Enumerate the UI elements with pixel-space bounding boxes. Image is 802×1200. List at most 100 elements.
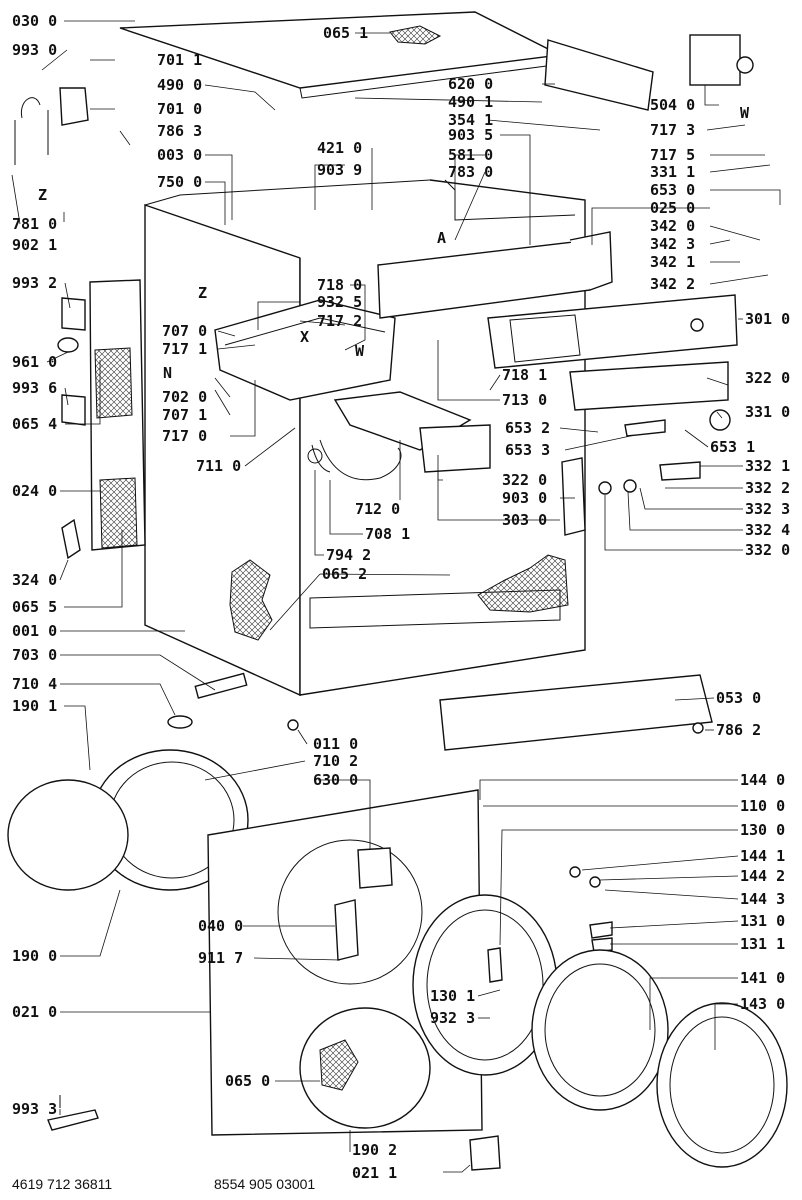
part-label-131-1: 131 1: [740, 935, 785, 953]
part-label-131-0: 131 0: [740, 912, 785, 930]
part-label-324-0: 324 0: [12, 571, 57, 589]
part-label-708-1: 708 1: [365, 525, 410, 543]
part-label-332-0: 332 0: [745, 541, 790, 559]
part-label-902-1: 902 1: [12, 236, 57, 254]
part-label-065-4: 065 4: [12, 415, 57, 433]
part-label-781-0: 781 0: [12, 215, 57, 233]
part-label-717-3: 717 3: [650, 121, 695, 139]
part-label-001-0: 001 0: [12, 622, 57, 640]
part-label-794-2: 794 2: [326, 546, 371, 564]
part-label-490-1: 490 1: [448, 93, 493, 111]
part-label-040-0: 040 0: [198, 917, 243, 935]
part-label-354-1: 354 1: [448, 111, 493, 129]
part-label-490-0: 490 0: [157, 76, 202, 94]
part-label-718-1: 718 1: [502, 366, 547, 384]
part-label-190-1: 190 1: [12, 697, 57, 715]
mark-x: X: [300, 328, 309, 346]
part-label-141-0: 141 0: [740, 969, 785, 987]
mark-n: N: [163, 364, 172, 382]
part-label-021-0: 021 0: [12, 1003, 57, 1021]
part-label-332-3: 332 3: [745, 500, 790, 518]
mark-z-cabinet: Z: [198, 284, 207, 302]
part-label-710-4: 710 4: [12, 675, 57, 693]
part-label-065-2: 065 2: [322, 565, 367, 583]
part-label-653-3: 653 3: [505, 441, 550, 459]
part-label-707-1: 707 1: [162, 406, 207, 424]
part-label-303-0: 303 0: [502, 511, 547, 529]
part-label-707-0: 707 0: [162, 322, 207, 340]
part-label-786-3: 786 3: [157, 122, 202, 140]
part-label-903-9: 903 9: [317, 161, 362, 179]
part-label-110-0: 110 0: [740, 797, 785, 815]
part-label-653-1: 653 1: [710, 438, 755, 456]
part-label-322-0-door: 322 0: [502, 471, 547, 489]
mark-w: W: [355, 342, 365, 360]
part-label-712-0: 712 0: [355, 500, 400, 518]
part-label-717-5: 717 5: [650, 146, 695, 164]
mark-z-left: Z: [38, 186, 47, 204]
part-label-717-2: 717 2: [317, 312, 362, 330]
part-label-331-1: 331 1: [650, 163, 695, 181]
part-label-620-0: 620 0: [448, 75, 493, 93]
part-label-932-5: 932 5: [317, 293, 362, 311]
part-label-331-0: 331 0: [745, 403, 790, 421]
part-label-786-2: 786 2: [716, 721, 761, 739]
part-label-717-1: 717 1: [162, 340, 207, 358]
part-label-903-5: 903 5: [448, 126, 493, 144]
part-label-713-0: 713 0: [502, 391, 547, 409]
part-label-717-0: 717 0: [162, 427, 207, 445]
part-label-130-0: 130 0: [740, 821, 785, 839]
footer: 4619 712 36811 8554 905 03001: [12, 1176, 315, 1192]
part-label-190-2: 190 2: [352, 1141, 397, 1159]
part-label-030-0: 030 0: [12, 12, 57, 30]
part-label-025-0: 025 0: [650, 199, 695, 217]
part-label-130-1: 130 1: [430, 987, 475, 1005]
part-labels: 030 0 993 0 701 1 490 0 701 0 786 3 003 …: [12, 12, 790, 1182]
part-label-702-0: 702 0: [162, 388, 207, 406]
part-label-581-0: 581 0: [448, 146, 493, 164]
part-label-144-1: 144 1: [740, 847, 785, 865]
part-label-144-0: 144 0: [740, 771, 785, 789]
part-label-750-0: 750 0: [157, 173, 202, 191]
part-label-710-2: 710 2: [313, 752, 358, 770]
part-label-011-0: 011 0: [313, 735, 358, 753]
part-label-065-0: 065 0: [225, 1072, 270, 1090]
part-label-332-4: 332 4: [745, 521, 790, 539]
part-label-003-0: 003 0: [157, 146, 202, 164]
part-label-342-0: 342 0: [650, 217, 695, 235]
part-label-711-0: 711 0: [196, 457, 241, 475]
part-label-332-1: 332 1: [745, 457, 790, 475]
footer-right-code: 8554 905 03001: [214, 1176, 315, 1192]
part-label-701-1: 701 1: [157, 51, 202, 69]
part-label-301-0: 301 0: [745, 310, 790, 328]
part-label-961-0: 961 0: [12, 353, 57, 371]
part-label-053-0: 053 0: [716, 689, 761, 707]
part-label-911-7: 911 7: [198, 949, 243, 967]
part-label-144-3: 144 3: [740, 890, 785, 908]
part-label-993-3: 993 3: [12, 1100, 57, 1118]
part-label-342-2: 342 2: [650, 275, 695, 293]
part-label-143-0: 143 0: [740, 995, 785, 1013]
part-label-504-0: 504 0: [650, 96, 695, 114]
part-label-783-0: 783 0: [448, 163, 493, 181]
part-label-024-0: 024 0: [12, 482, 57, 500]
part-label-993-6: 993 6: [12, 379, 57, 397]
part-label-932-3: 932 3: [430, 1009, 475, 1027]
part-label-190-0: 190 0: [12, 947, 57, 965]
part-label-342-1: 342 1: [650, 253, 695, 271]
part-label-718-0: 718 0: [317, 276, 362, 294]
part-label-144-2: 144 2: [740, 867, 785, 885]
part-label-653-2: 653 2: [505, 419, 550, 437]
machine-drawing: [7, 11, 788, 1171]
part-label-065-5: 065 5: [12, 598, 57, 616]
part-label-342-3: 342 3: [650, 235, 695, 253]
mark-a: A: [437, 229, 446, 247]
part-label-332-2: 332 2: [745, 479, 790, 497]
part-label-701-0: 701 0: [157, 100, 202, 118]
part-label-993-0: 993 0: [12, 41, 57, 59]
part-label-703-0: 703 0: [12, 646, 57, 664]
footer-left-code: 4619 712 36811: [12, 1176, 112, 1192]
part-label-630-0: 630 0: [313, 771, 358, 789]
mark-w-right: W: [740, 104, 750, 122]
